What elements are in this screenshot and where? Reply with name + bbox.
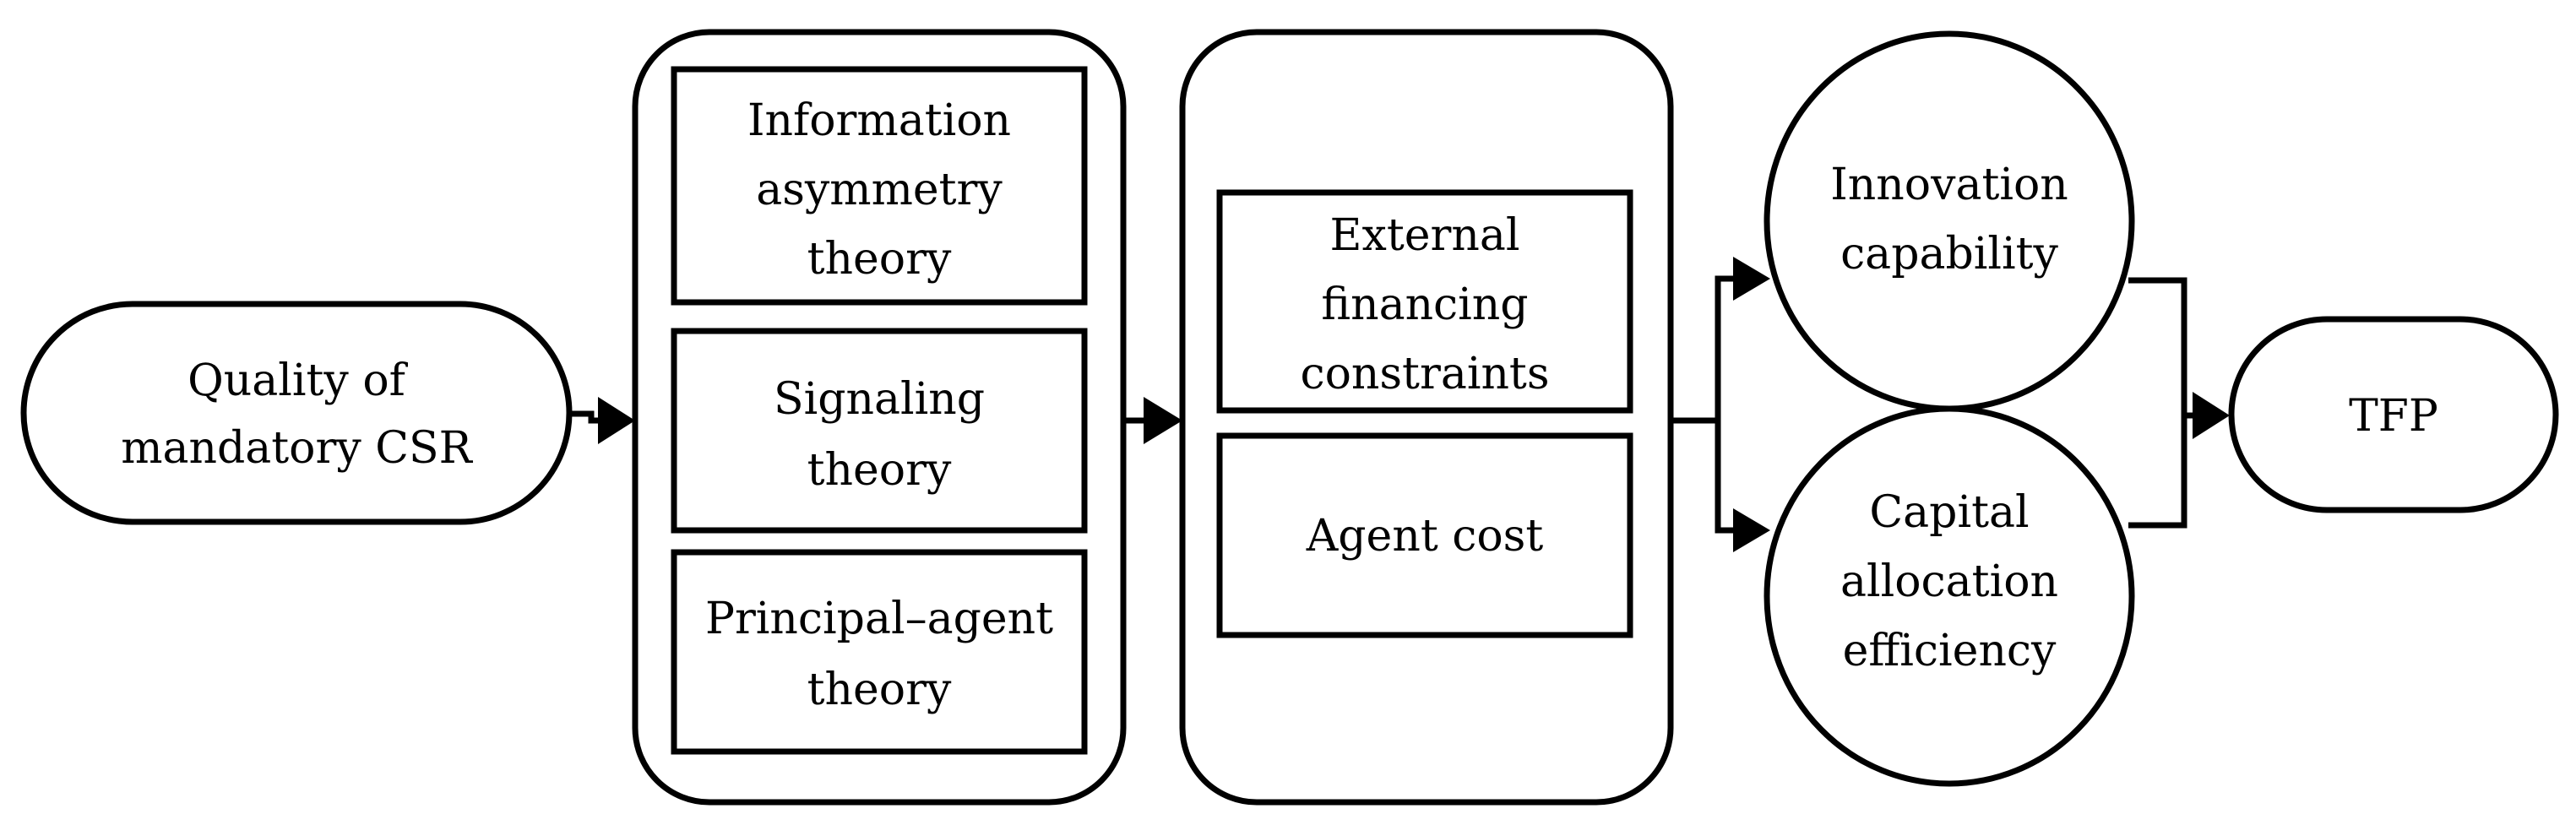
node-information-asymmetry-theory-line-1: Information (747, 95, 1011, 146)
node-external-financing-constraints: External financing constraints (1216, 189, 1633, 414)
connectors (571, 257, 2230, 552)
theories-group: Information asymmetry theory Signaling t… (632, 29, 1127, 806)
node-external-financing-constraints-line-2: financing (1321, 280, 1528, 330)
node-external-financing-constraints-line-3: constraints (1300, 349, 1549, 399)
node-capital-allocation-efficiency-line-2: allocation (1840, 556, 2058, 607)
node-signaling-theory-line-1: Signaling (774, 374, 985, 425)
node-capital-allocation-efficiency: Capital allocation efficiency (1764, 405, 2135, 787)
node-innovation-capability-line-1: Innovation (1830, 160, 2068, 210)
node-tfp-label: TFP (2349, 391, 2438, 442)
node-agent-cost-line-1: Agent cost (1306, 511, 1544, 562)
arrowhead-innovation (1733, 257, 1770, 301)
arrowhead-mechanisms (1144, 397, 1182, 444)
arrowhead-capital (1733, 508, 1770, 552)
node-capital-allocation-efficiency-line-3: efficiency (1843, 626, 2057, 676)
node-principal-agent-theory-line-2: theory (807, 665, 952, 715)
node-principal-agent-theory-line-1: Principal–agent (705, 594, 1053, 644)
node-external-financing-constraints-line-1: External (1330, 210, 1520, 261)
node-capital-allocation-efficiency-line-1: Capital (1869, 487, 2029, 538)
node-signaling-theory: Signaling theory (671, 328, 1088, 534)
node-innovation-capability: Innovation capability (1764, 30, 2135, 412)
node-tfp: TFP (2228, 316, 2559, 513)
node-innovation-capability-line-2: capability (1840, 229, 2058, 280)
connector-outcomes-to-tfp (2128, 277, 2199, 529)
node-csr-quality-line-2: mandatory CSR (121, 423, 473, 474)
node-signaling-theory-line-2: theory (807, 445, 952, 496)
node-information-asymmetry-theory-line-3: theory (807, 234, 952, 285)
node-information-asymmetry-theory: Information asymmetry theory (671, 66, 1088, 306)
node-csr-quality: Quality of mandatory CSR (20, 301, 573, 525)
arrowhead-tfp (2193, 392, 2230, 439)
node-principal-agent-theory: Principal–agent theory (671, 549, 1088, 755)
node-csr-quality-line-1: Quality of (187, 356, 408, 406)
connector-mechanisms-to-fork (1672, 275, 1740, 534)
node-information-asymmetry-theory-line-2: asymmetry (756, 165, 1003, 215)
node-agent-cost: Agent cost (1216, 432, 1633, 638)
arrowhead-theories (598, 397, 635, 444)
mechanisms-group: External financing constraints Agent cos… (1179, 29, 1674, 806)
